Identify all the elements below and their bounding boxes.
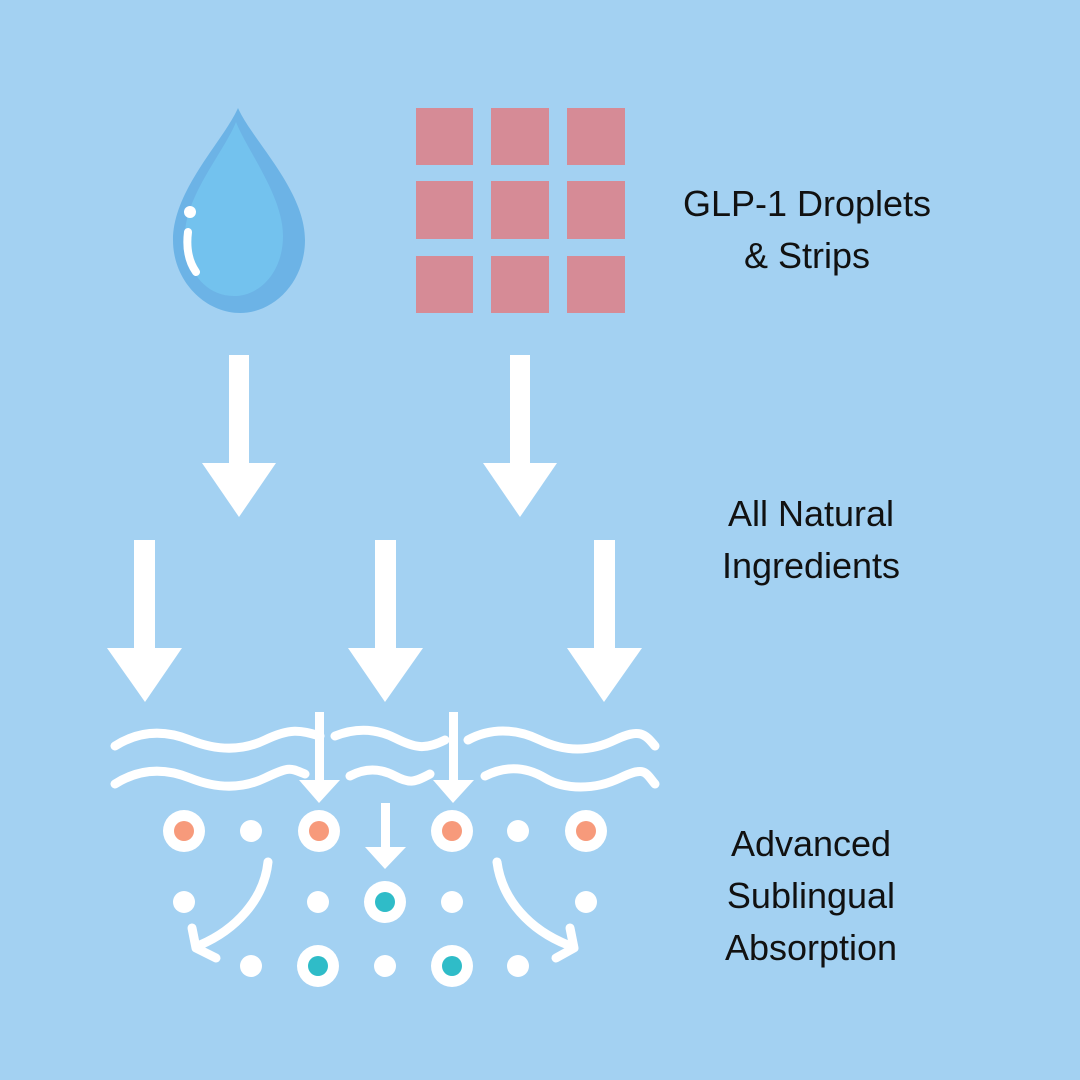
strip-grid-icon bbox=[416, 108, 625, 313]
step-label-natural-ingredients: All Natural Ingredients bbox=[661, 488, 961, 592]
down-arrow-icon bbox=[433, 712, 474, 803]
down-arrow-icon bbox=[483, 355, 557, 517]
label-line: Advanced bbox=[730, 823, 892, 864]
step-label-droplets-strips: GLP-1 Droplets & Strips bbox=[657, 178, 957, 282]
label-line: GLP-1 Droplets bbox=[682, 183, 932, 224]
down-arrow-icon bbox=[365, 803, 406, 869]
down-arrow-icon bbox=[202, 355, 276, 517]
label-line: Sublingual bbox=[726, 875, 896, 916]
label-line: Ingredients bbox=[721, 545, 901, 586]
curved-arrow-icon bbox=[187, 857, 273, 963]
down-arrow-icon bbox=[107, 540, 182, 702]
down-arrow-icon bbox=[348, 540, 423, 702]
step-label-sublingual-absorption: Advanced Sublingual Absorption bbox=[661, 818, 961, 974]
label-line: & Strips bbox=[743, 235, 871, 276]
water-droplet-icon bbox=[173, 108, 305, 313]
curved-arrow-icon bbox=[492, 857, 579, 963]
cell-icon bbox=[163, 810, 607, 987]
down-arrow-icon bbox=[299, 712, 340, 803]
label-line: All Natural bbox=[727, 493, 895, 534]
label-line: Absorption bbox=[724, 927, 898, 968]
down-arrow-icon bbox=[567, 540, 642, 702]
dot-icon bbox=[173, 820, 597, 977]
wave-icon bbox=[110, 725, 660, 792]
